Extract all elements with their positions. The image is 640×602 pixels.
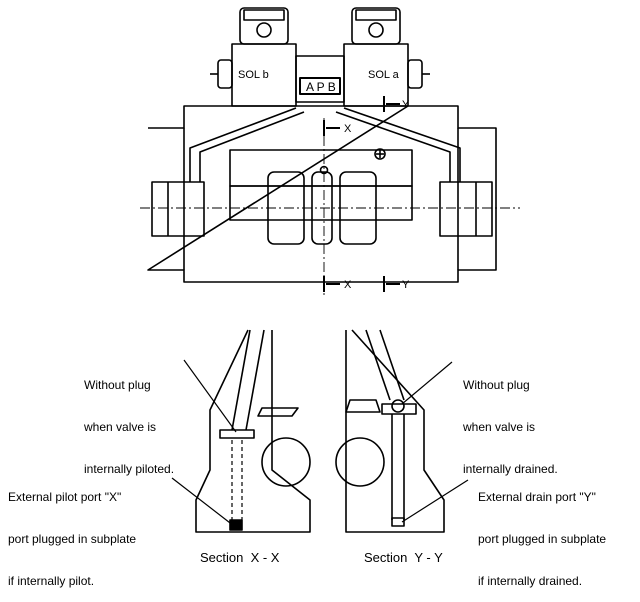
- section-mark-x-bottom: X: [344, 279, 352, 291]
- section-title-y: Section Y - Y: [364, 550, 443, 565]
- valve-body: [147, 105, 497, 283]
- valve-diagram: SOL b SOL a A P B X Y X Y: [140, 7, 520, 533]
- section-mark-y-top: Y: [402, 99, 410, 111]
- sol-b-label: SOL b: [238, 69, 269, 81]
- solenoid-assembly: [210, 7, 430, 107]
- section-mark-y-bottom: Y: [402, 279, 410, 291]
- section-x-x: [195, 329, 311, 533]
- section-y-y: [335, 329, 445, 533]
- section-cut-marks: [323, 96, 400, 292]
- note-external-pilot: External pilot port "X" port plugged in …: [8, 490, 137, 588]
- note-without-plug-y: Without plug when valve is internally dr…: [463, 378, 558, 476]
- section-mark-x-top: X: [344, 123, 352, 135]
- note-external-drain: External drain port "Y" port plugged in …: [478, 490, 607, 588]
- centre-lines: [140, 118, 520, 296]
- sol-a-label: SOL a: [368, 69, 400, 81]
- port-block-label: A P B: [306, 80, 336, 94]
- note-without-plug-x: Without plug when valve is internally pi…: [84, 378, 175, 476]
- section-title-x: Section X - X: [200, 550, 280, 565]
- leader-lines: [171, 359, 469, 527]
